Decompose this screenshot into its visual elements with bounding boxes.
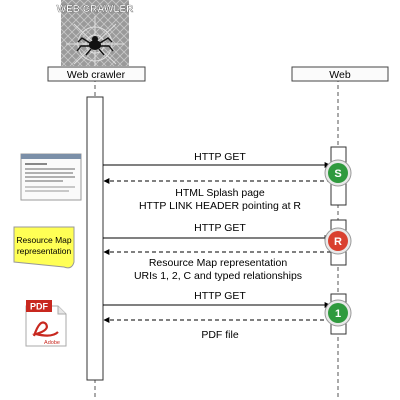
participant-web-label: Web	[329, 69, 351, 81]
participant-crawler: Web crawler	[47, 66, 146, 82]
badge-label: 1	[335, 308, 341, 320]
pdf-file-icon: PDF Adobe	[25, 300, 67, 347]
response-label: PDF file	[201, 329, 239, 341]
participant-crawler-label: Web crawler	[67, 69, 126, 81]
pdf-icon-brand: Adobe	[44, 340, 60, 346]
crawler-activation-bar	[86, 96, 104, 381]
badge-1: 1	[324, 299, 352, 327]
note-line: representation	[17, 246, 72, 256]
badge-label: R	[334, 236, 342, 248]
response-label: HTTP LINK HEADER pointing at R	[139, 200, 301, 212]
web-crawler-logo: WEB CRAWLER	[57, 0, 134, 66]
request-label: HTTP GET	[194, 222, 246, 234]
response-label: Resource Map representation	[149, 257, 287, 269]
spider-icon	[76, 36, 114, 56]
badge-label: S	[334, 168, 341, 180]
response-label: URIs 1, 2, C and typed relationships	[134, 270, 302, 282]
pdf-icon-label: PDF	[30, 302, 49, 312]
resource-map-note: Resource Map representation	[13, 226, 75, 269]
logo-text: WEB CRAWLER	[57, 4, 134, 15]
badge-r: R	[324, 227, 352, 255]
request-label: HTTP GET	[194, 290, 246, 302]
splash-page-thumbnail	[20, 153, 82, 201]
participant-web: Web	[291, 66, 389, 82]
adobe-acrobat-icon	[31, 321, 59, 337]
request-label: HTTP GET	[194, 151, 246, 163]
badge-s: S	[324, 159, 352, 187]
note-line: Resource Map	[16, 235, 72, 245]
response-label: HTML Splash page	[175, 187, 265, 199]
